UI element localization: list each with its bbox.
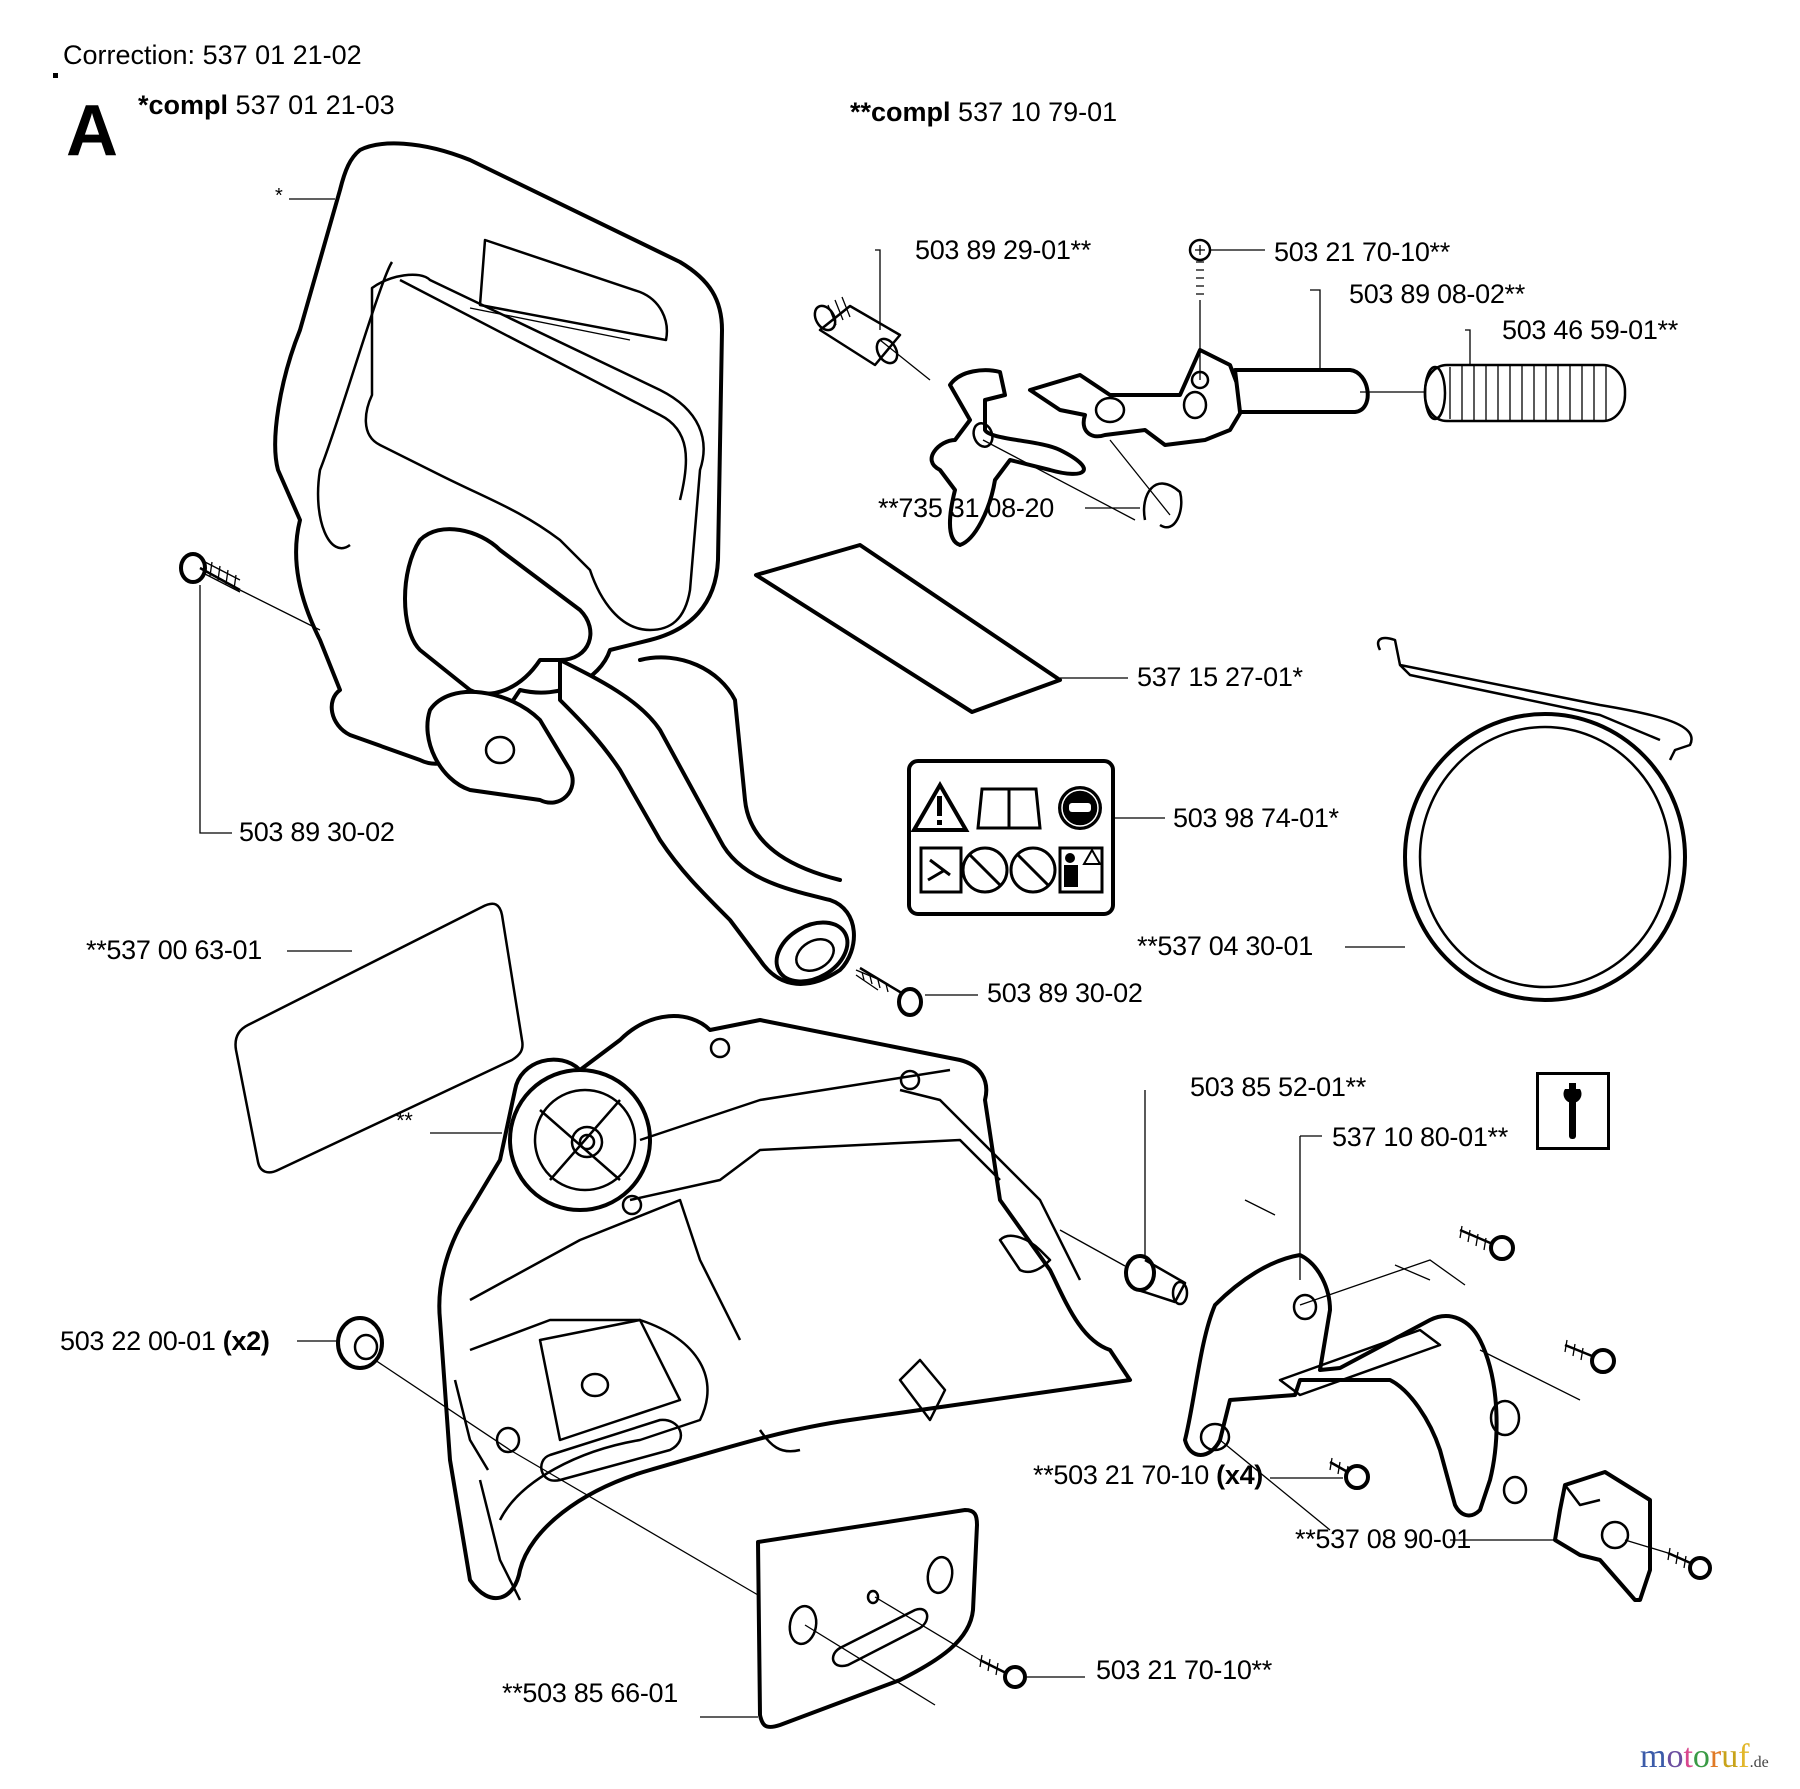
kit1-compl: *compl 537 01 21-03	[138, 92, 395, 119]
part-label-decal-small[interactable]: 537 15 27-01*	[1137, 662, 1303, 692]
watermark-letter: f	[1738, 1738, 1750, 1775]
brake-lever-assembly-drawing	[813, 238, 1627, 547]
bar-plate-drawing	[509, 1449, 1085, 1729]
screw-x4-number: **503 21 70-10	[1033, 1460, 1209, 1490]
part-label-bar-plate[interactable]: **503 85 66-01	[502, 1678, 678, 1708]
screw-x4-qty: (x4)	[1216, 1460, 1263, 1490]
part-label-chain-catcher[interactable]: **537 08 90-01	[1295, 1524, 1471, 1554]
part-label-brake-lever-shaft[interactable]: 503 89 08-02**	[1349, 279, 1525, 309]
part-label-warning-decal[interactable]: 503 98 74-01*	[1173, 803, 1339, 833]
part-label-spring[interactable]: 503 46 59-01**	[1502, 315, 1678, 345]
part-label-screw-bar-plate[interactable]: 503 21 70-10**	[1096, 1655, 1272, 1685]
watermark-letter: o	[1692, 1738, 1710, 1775]
correction-note: Correction: 537 01 21-02	[63, 42, 362, 69]
watermark-main: motoruf	[1640, 1738, 1750, 1775]
part-label-decal-large[interactable]: **537 00 63-01	[86, 935, 262, 965]
watermark-logo: motoruf.de	[1640, 1740, 1769, 1774]
corner-mark	[53, 73, 58, 78]
correction-number: 537 01 21-02	[202, 40, 362, 70]
correction-label: Correction:	[63, 40, 196, 70]
part-label-adjuster-sleeve[interactable]: 503 89 29-01**	[915, 235, 1091, 265]
tool-required-box	[1536, 1072, 1610, 1150]
part-label-screw-handle-left[interactable]: 503 89 30-02	[239, 817, 395, 847]
brake-band-drawing	[1345, 636, 1693, 1002]
pin-drawing	[1059, 1090, 1189, 1306]
kit2-number: 537 10 79-01	[958, 97, 1118, 127]
part-label-screw-handle-bottom[interactable]: 503 89 30-02	[987, 978, 1143, 1008]
decal-large-drawing	[234, 902, 524, 1174]
watermark-suffix: .de	[1749, 1754, 1769, 1771]
nut-drawing	[297, 1316, 511, 1451]
kit2-compl: **compl 537 10 79-01	[850, 99, 1117, 126]
watermark-letter: t	[1683, 1738, 1693, 1775]
screw-503-89-30-02-left-drawing	[179, 552, 321, 834]
part-label-nut[interactable]: 503 22 00-01 (x2)	[60, 1328, 270, 1355]
kit2-prefix: **compl	[850, 97, 951, 127]
clutch-cover-drawing	[430, 1014, 1132, 1601]
watermark-letter: r	[1709, 1738, 1722, 1775]
part-label-clip[interactable]: **735 31 08-20	[878, 493, 1054, 523]
decal-small-drawing	[754, 543, 1062, 714]
kit1-prefix: *compl	[138, 90, 229, 120]
part-label-clutch-cover[interactable]: **	[396, 1108, 413, 1133]
nut-number: 503 22 00-01	[60, 1326, 216, 1356]
hand-guard-drawing	[273, 141, 856, 986]
part-label-handle-guard[interactable]: *	[275, 185, 283, 207]
screw-503-89-30-02-bottom-drawing	[855, 966, 978, 1017]
part-label-screw-x4[interactable]: **503 21 70-10 (x4)	[1033, 1462, 1263, 1489]
chain-catcher-drawing	[1450, 1470, 1712, 1602]
part-label-brake-band[interactable]: **537 04 30-01	[1137, 931, 1313, 961]
section-letter: A	[66, 91, 118, 171]
part-label-pin[interactable]: 503 85 52-01**	[1190, 1072, 1366, 1102]
part-label-screw-top[interactable]: 503 21 70-10**	[1274, 237, 1450, 267]
part-label-chain-guide-plate[interactable]: 537 10 80-01**	[1332, 1122, 1508, 1152]
kit1-number: 537 01 21-03	[235, 90, 395, 120]
wrench-icon	[1563, 1083, 1582, 1139]
watermark-letter: u	[1721, 1738, 1739, 1775]
nut-qty: (x2)	[222, 1326, 270, 1356]
chain-guide-plate-drawing	[1183, 1135, 1581, 1531]
plate-screws-drawing	[1270, 1225, 1616, 1490]
warning-decal-drawing	[907, 759, 1165, 916]
watermark-letter: m	[1640, 1738, 1667, 1775]
watermark-letter: o	[1666, 1738, 1684, 1775]
